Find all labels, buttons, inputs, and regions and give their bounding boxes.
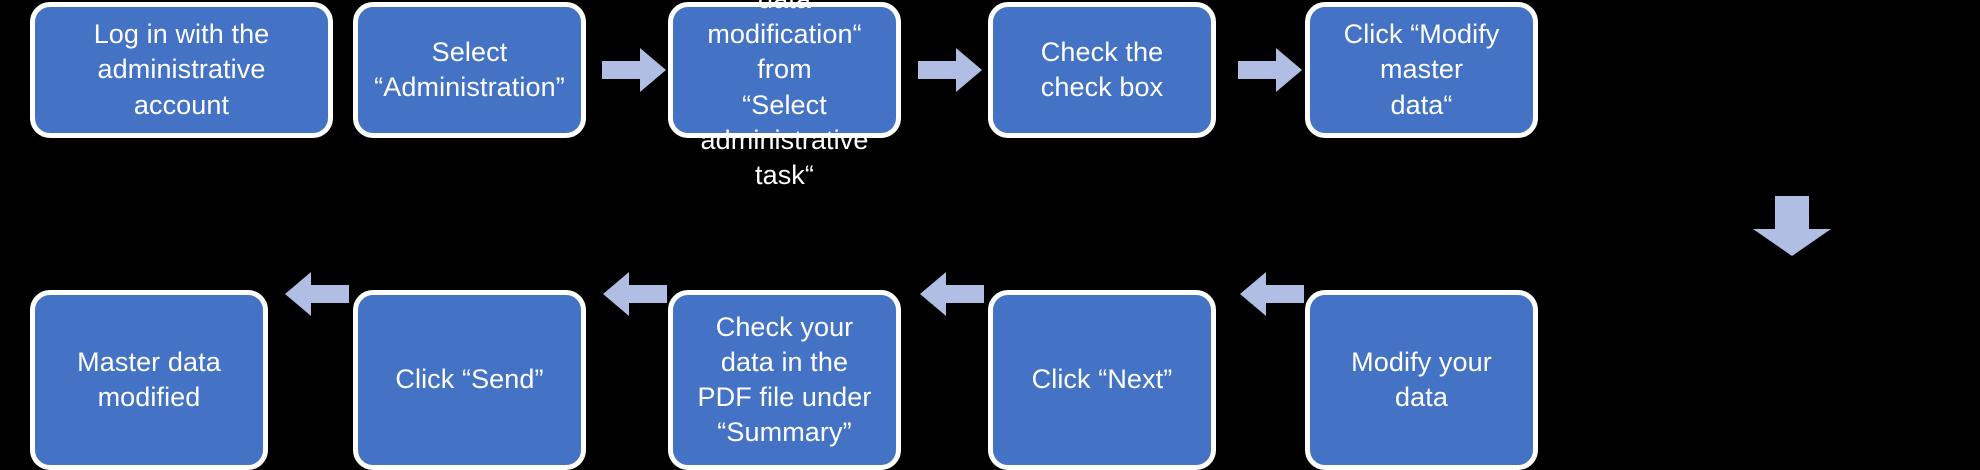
arrow-right-icon-3: [918, 48, 982, 92]
process-node-step-6[interactable]: Modify your data: [1305, 290, 1538, 470]
arrow-left-icon-1: [285, 272, 349, 316]
arrow-right-icon-4: [1238, 48, 1302, 92]
process-node-step-4[interactable]: Check the check box: [988, 2, 1216, 138]
process-node-label: Check your data in the PDF file under “S…: [697, 311, 872, 448]
process-node-step-5[interactable]: Click “Modify master data“: [1305, 2, 1538, 138]
arrow-right-icon-2: [602, 48, 666, 92]
arrow-left-icon-3: [920, 272, 984, 316]
process-node-label: Click “Send”: [395, 364, 544, 395]
process-node-step-7[interactable]: Click “Next”: [988, 290, 1216, 470]
process-node-step-1[interactable]: Log in with the administrative account: [30, 2, 333, 138]
process-node-step-10[interactable]: Master data modified: [30, 290, 268, 470]
process-node-label: Master data modified: [77, 346, 221, 412]
process-node-step-9[interactable]: Click “Send”: [353, 290, 586, 470]
process-node-label: Check the check box: [1040, 36, 1164, 102]
process-node-label: Click “Next”: [1031, 364, 1173, 395]
process-node-label: Select “Master data modification“ from “…: [700, 0, 869, 190]
process-node-step-8[interactable]: Check your data in the PDF file under “S…: [668, 290, 901, 470]
process-node-step-2[interactable]: Select “Administration”: [353, 2, 586, 138]
process-node-label: Select “Administration”: [374, 36, 565, 102]
arrow-left-icon-2: [603, 272, 667, 316]
process-node-label: Click “Modify master data“: [1343, 19, 1500, 120]
arrow-down-icon-1: [1753, 196, 1831, 256]
process-node-label: Modify your data: [1351, 346, 1492, 412]
process-node-label: Log in with the administrative account: [93, 19, 270, 120]
arrow-left-icon-4: [1240, 272, 1304, 316]
process-node-step-3[interactable]: Select “Master data modification“ from “…: [668, 0, 901, 190]
